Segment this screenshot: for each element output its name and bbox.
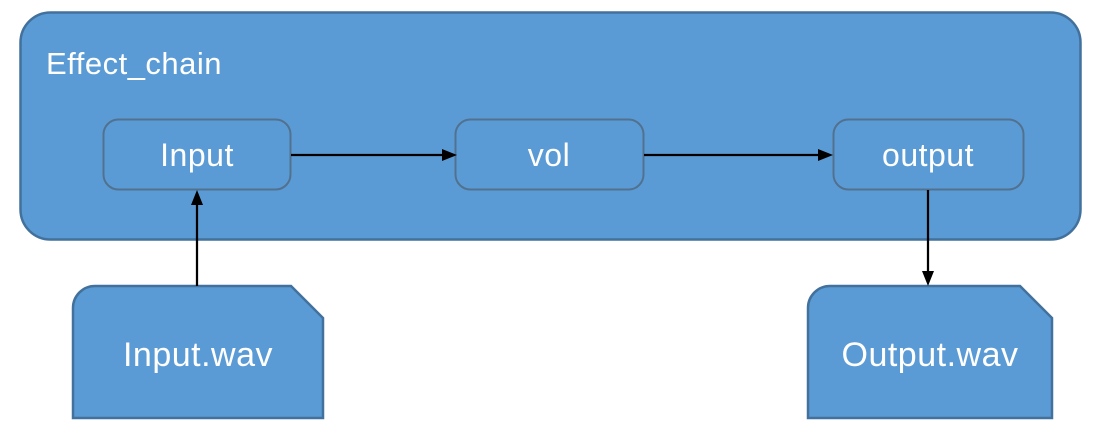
- output-wav-shape: [806, 284, 1054, 420]
- effect-chain-title: Effect_chain: [46, 46, 222, 81]
- input-node-shape: [102, 118, 292, 191]
- input-node-label: Input: [160, 137, 234, 173]
- file-output-wav: Output.wav: [806, 284, 1054, 420]
- input-wav-label: Input.wav: [123, 336, 273, 374]
- output-node-label: output: [882, 137, 974, 173]
- arrowhead-up-icon: [191, 190, 203, 205]
- node-input: Input: [102, 118, 292, 191]
- file-input-wav: Input.wav: [71, 284, 325, 420]
- arrowhead-down-icon: [922, 271, 934, 286]
- arrowhead-right-icon: [818, 149, 833, 161]
- connector-output-to-outputwav: [922, 190, 934, 286]
- output-wav-label: Output.wav: [842, 336, 1019, 374]
- arrowhead-right-icon: [442, 149, 457, 161]
- connector-input-to-vol: [291, 149, 457, 161]
- connector-vol-to-output: [644, 149, 833, 161]
- node-vol: vol: [454, 118, 645, 191]
- node-output: output: [832, 118, 1025, 191]
- input-wav-shape: [71, 284, 325, 420]
- output-node-shape: [832, 118, 1025, 191]
- connector-inputwav-to-input: [191, 190, 203, 286]
- vol-node-label: vol: [528, 137, 570, 173]
